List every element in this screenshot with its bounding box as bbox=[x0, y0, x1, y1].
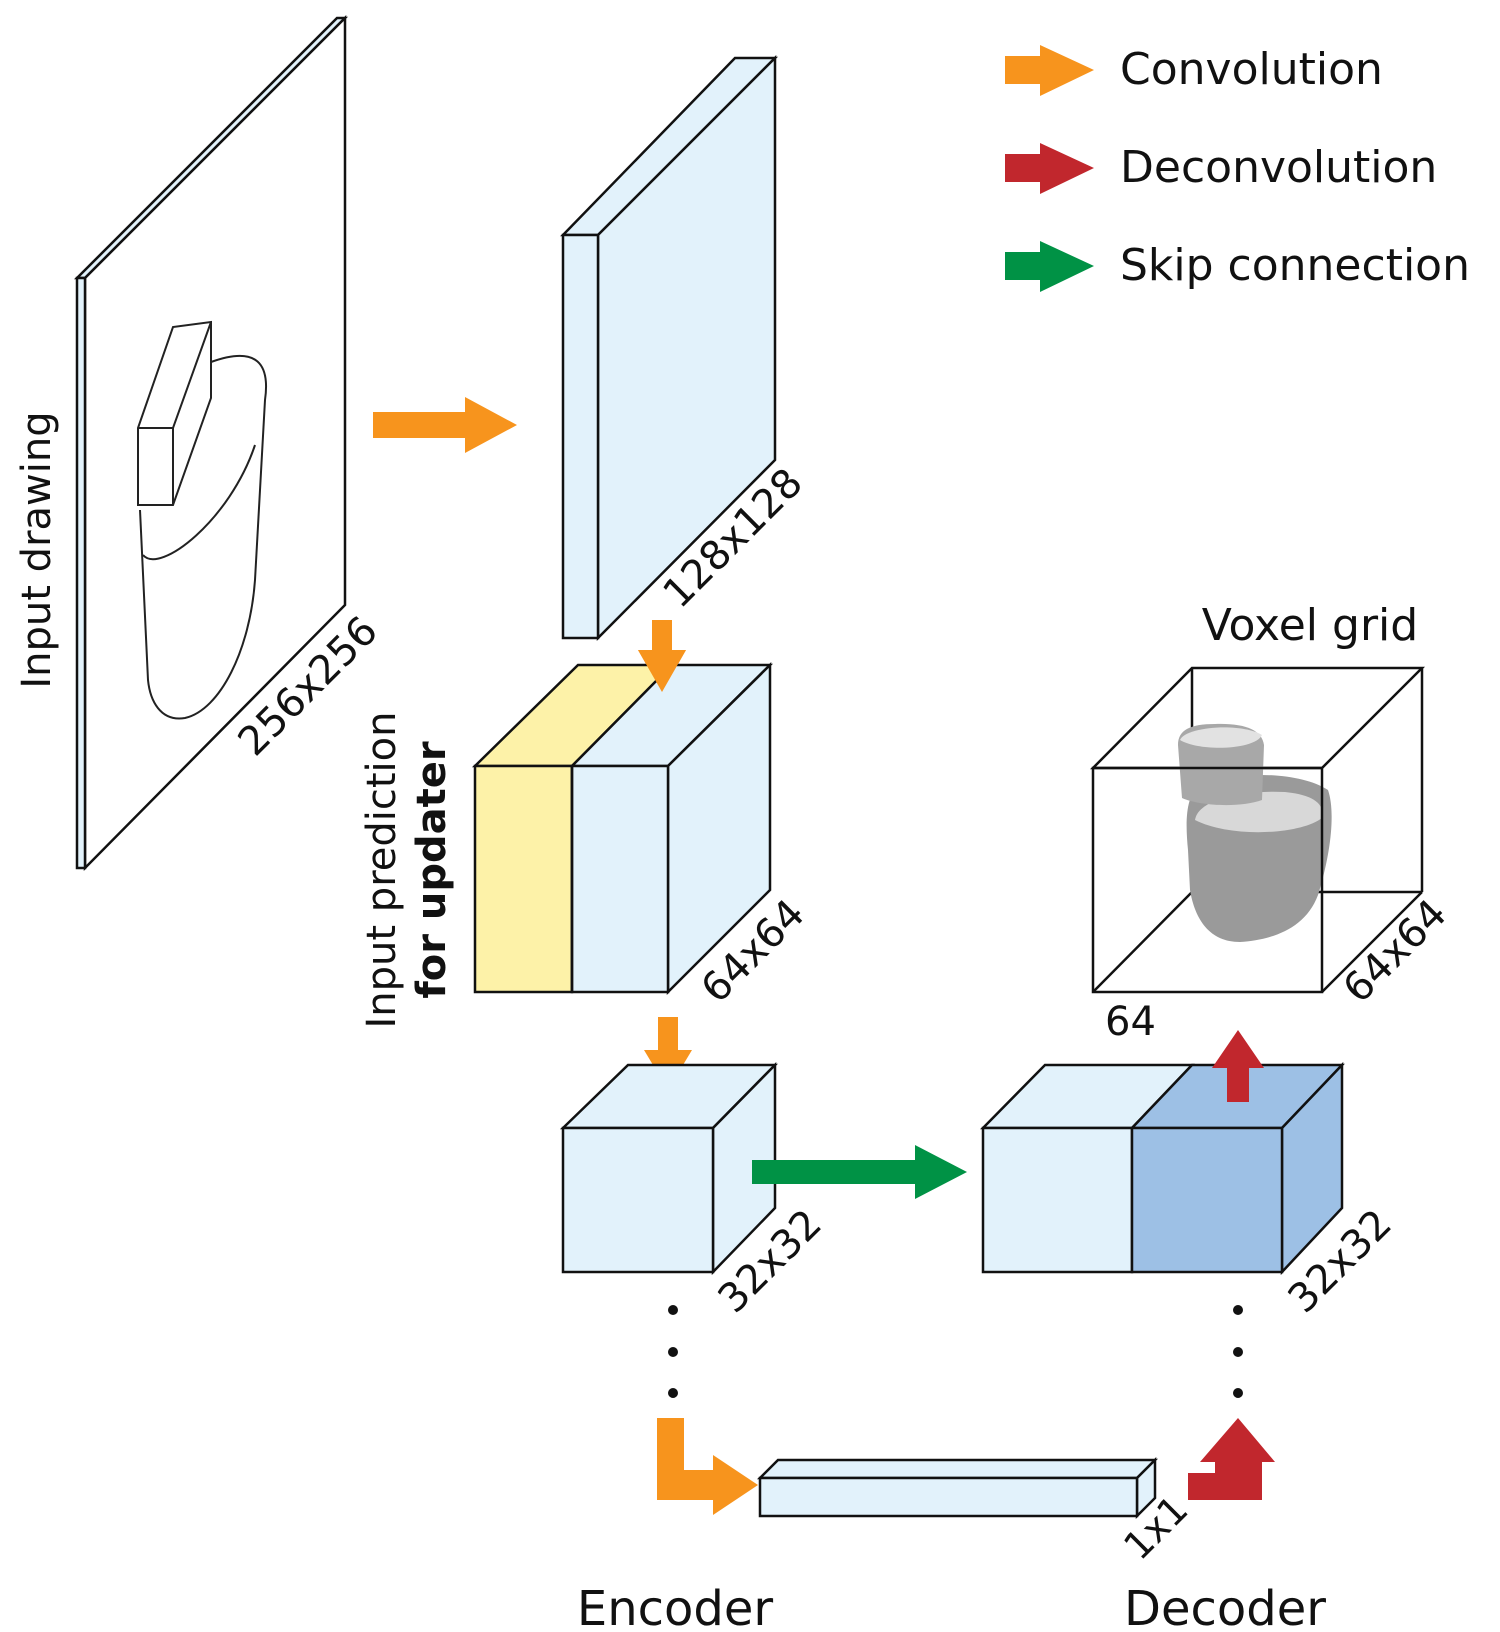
convolution-arrow-3 bbox=[644, 1017, 692, 1090]
decoder-label: Decoder bbox=[1124, 1581, 1326, 1632]
prediction-channel bbox=[473, 764, 574, 994]
decoder-32-block: 32x32 bbox=[980, 1061, 1401, 1322]
convolution-arrow-1 bbox=[373, 397, 517, 453]
decoder-upsampled-channel bbox=[1130, 1126, 1284, 1274]
feature-map-128: 128x128 bbox=[560, 54, 812, 642]
convolution-arrow-2-head bbox=[638, 620, 686, 692]
voxel-depth-label: 64 bbox=[1105, 999, 1156, 1045]
feature-map-64: 64x64 Input prediction for updater bbox=[359, 662, 814, 1029]
convolution-legend-label: Convolution bbox=[1120, 44, 1383, 95]
input-drawing-label: Input drawing bbox=[14, 411, 60, 688]
convolution-legend-arrow bbox=[1005, 45, 1094, 96]
legend: Convolution Deconvolution Skip connectio… bbox=[1005, 44, 1470, 292]
deconvolution-arrow-bottleneck bbox=[1188, 1418, 1275, 1500]
skip-legend-label: Skip connection bbox=[1120, 240, 1470, 291]
encoder-ellipsis bbox=[668, 1305, 678, 1398]
convolution-arrow-bottleneck bbox=[657, 1418, 758, 1515]
voxel-grid: Voxel grid 64x64 64 bbox=[1090, 600, 1456, 1045]
sketch-drawing bbox=[137, 320, 267, 720]
skip-connection-arrow bbox=[752, 1145, 967, 1199]
for-updater-label: for updater bbox=[409, 741, 455, 999]
input-drawing-layer: Input drawing 256x256 bbox=[14, 14, 387, 872]
bottleneck-1x1: 1x1 bbox=[756, 1456, 1196, 1568]
input-prediction-label: Input prediction bbox=[359, 712, 405, 1029]
encoder-32-block: 32x32 bbox=[559, 1061, 831, 1322]
decoder-ellipsis bbox=[1233, 1305, 1243, 1398]
encoder-label: Encoder bbox=[577, 1581, 774, 1632]
deconvolution-arrow-up bbox=[1212, 1030, 1264, 1102]
voxel-shape-render bbox=[1178, 723, 1332, 942]
voxel-grid-label: Voxel grid bbox=[1202, 600, 1418, 651]
voxel-size-label: 64x64 bbox=[1335, 891, 1456, 1012]
skip-legend-arrow bbox=[1005, 241, 1094, 292]
deconvolution-legend-arrow bbox=[1005, 143, 1094, 194]
deconvolution-legend-label: Deconvolution bbox=[1120, 142, 1437, 193]
